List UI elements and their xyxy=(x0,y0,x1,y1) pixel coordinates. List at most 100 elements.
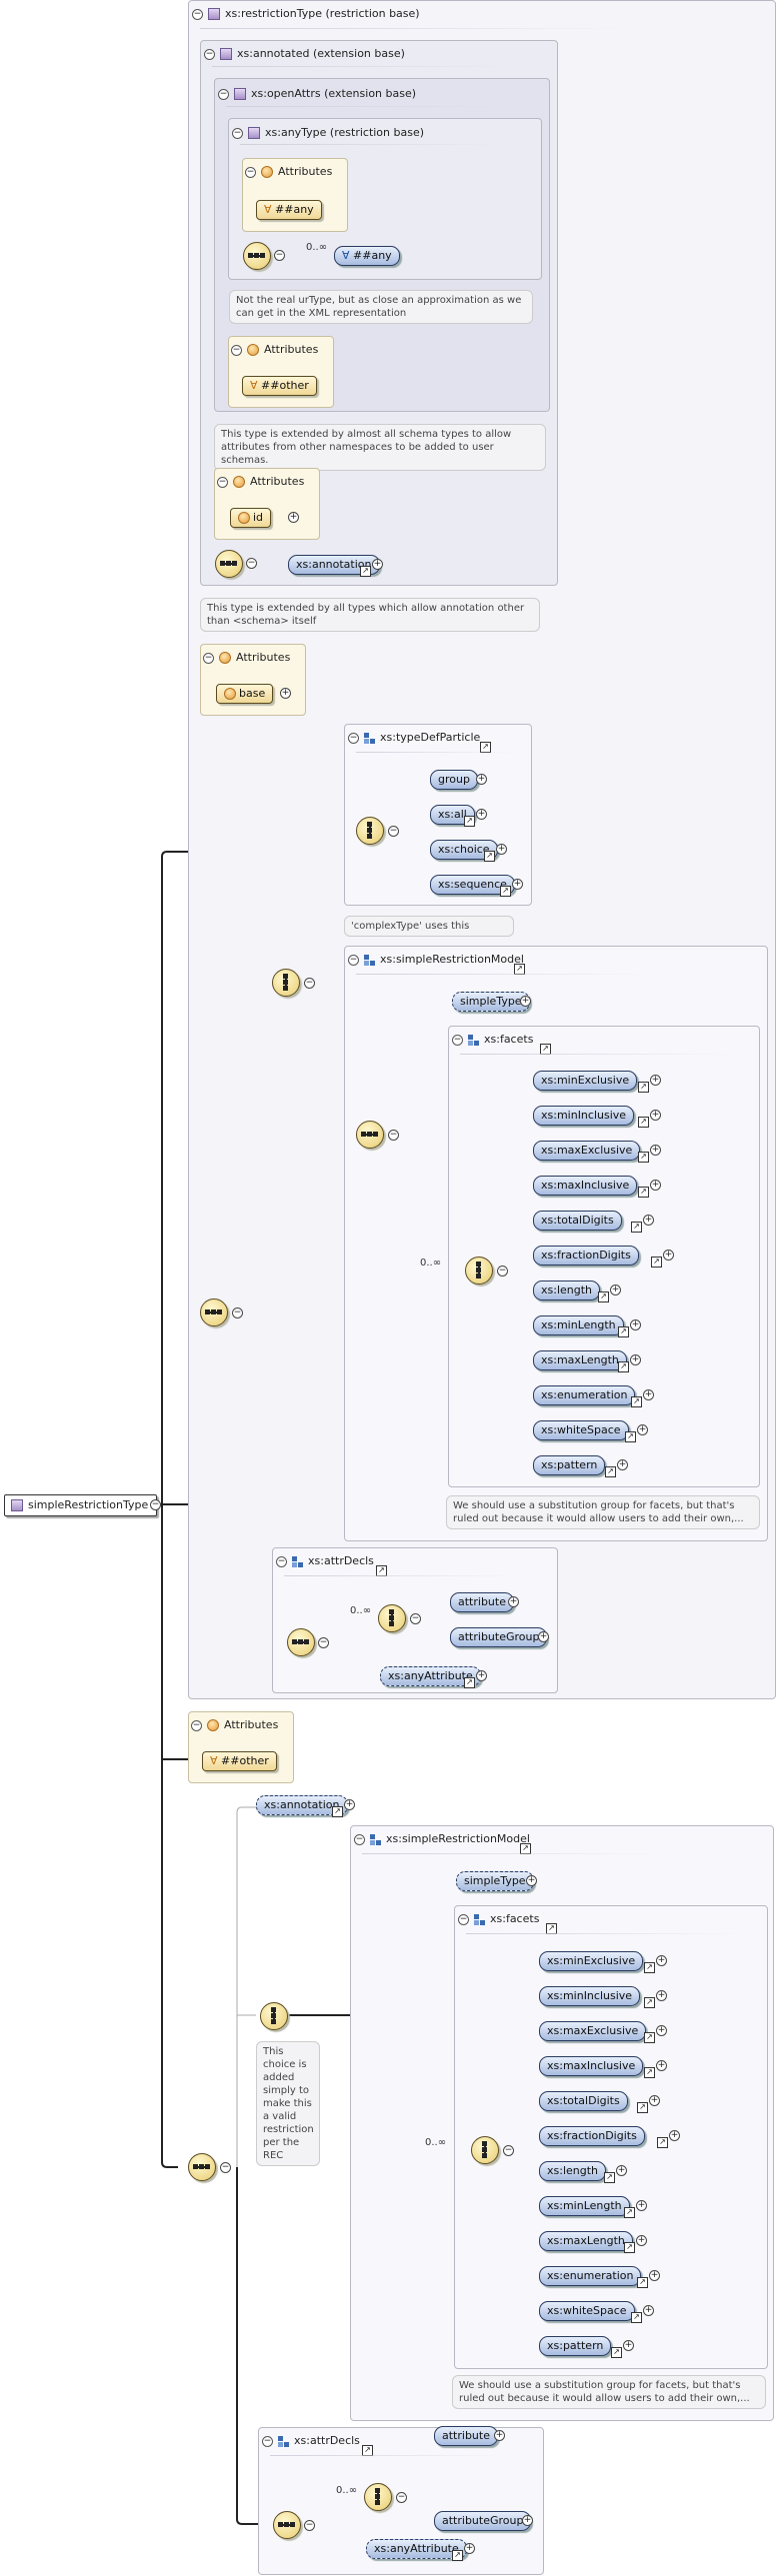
expand-icon[interactable]: + xyxy=(344,1799,355,1810)
collapse-icon[interactable]: − xyxy=(232,127,243,139)
facet-node[interactable]: xs:totalDigits xyxy=(539,2091,628,2111)
collapse-icon[interactable]: − xyxy=(150,1499,161,1510)
annotation-node[interactable]: xs:annotation xyxy=(288,555,380,575)
reference-arrow-icon[interactable]: ↗ xyxy=(638,1152,649,1163)
expand-icon[interactable]: + xyxy=(280,688,291,699)
attr-decls-header[interactable]: −xs:attrDecls xyxy=(262,2434,360,2447)
facet-node[interactable]: xs:maxLength xyxy=(539,2231,633,2251)
collapse-icon[interactable]: − xyxy=(304,2520,315,2531)
facet-node[interactable]: xs:maxLength xyxy=(533,1350,627,1370)
any-type-header[interactable]: −xs:anyType (restriction base) xyxy=(232,126,425,139)
facet-node[interactable]: xs:whiteSpace xyxy=(533,1420,629,1440)
collapse-icon[interactable]: − xyxy=(348,732,359,744)
attr-decls-header[interactable]: −xs:attrDecls xyxy=(276,1554,374,1567)
simple-type-node[interactable]: simpleType xyxy=(456,1871,534,1891)
expand-icon[interactable]: + xyxy=(636,2235,647,2246)
expand-icon[interactable]: + xyxy=(476,774,487,785)
sequence-compositor-icon[interactable] xyxy=(356,1121,384,1149)
collapse-icon[interactable]: − xyxy=(304,978,315,989)
reference-arrow-icon[interactable]: ↗ xyxy=(604,2172,615,2183)
choice-compositor-icon[interactable] xyxy=(471,2136,499,2164)
expand-icon[interactable]: + xyxy=(508,1596,519,1607)
facet-node[interactable]: xs:fractionDigits xyxy=(539,2126,645,2146)
simple-restriction-model-header[interactable]: −xs:simpleRestrictionModel xyxy=(348,953,524,966)
reference-arrow-icon[interactable]: ↗ xyxy=(631,1396,642,1407)
collapse-icon[interactable]: − xyxy=(231,344,242,356)
root-type-node[interactable]: simpleRestrictionType xyxy=(4,1494,158,1516)
expand-icon[interactable]: + xyxy=(656,2025,667,2036)
reference-arrow-icon[interactable]: ↗ xyxy=(637,2277,648,2288)
reference-arrow-icon[interactable]: ↗ xyxy=(637,2102,648,2113)
expand-icon[interactable]: + xyxy=(636,2200,647,2211)
facets-header[interactable]: −xs:facets xyxy=(452,1033,534,1046)
expand-icon[interactable]: + xyxy=(496,844,507,855)
facet-node[interactable]: xs:length xyxy=(539,2161,607,2181)
expand-icon[interactable]: + xyxy=(372,559,383,570)
collapse-icon[interactable]: − xyxy=(452,1034,463,1046)
expand-icon[interactable]: + xyxy=(663,1250,674,1261)
reference-arrow-icon[interactable]: ↗ xyxy=(624,2242,635,2253)
facet-node[interactable]: xs:pattern xyxy=(533,1455,606,1475)
attributes-header[interactable]: −Attributes xyxy=(217,475,305,488)
open-attrs-header[interactable]: −xs:openAttrs (extension base) xyxy=(218,87,417,100)
expand-icon[interactable]: + xyxy=(630,1354,641,1365)
attributes-header[interactable]: −Attributes xyxy=(203,651,291,664)
collapse-icon[interactable]: − xyxy=(274,250,285,261)
facet-node[interactable]: xs:length xyxy=(533,1281,601,1300)
expand-icon[interactable]: + xyxy=(476,809,487,820)
facet-node[interactable]: xs:totalDigits xyxy=(533,1211,622,1231)
facet-node[interactable]: xs:minExclusive xyxy=(539,1951,644,1971)
expand-icon[interactable]: + xyxy=(630,1319,641,1330)
sequence-node[interactable]: xs:sequence xyxy=(430,875,515,895)
collapse-icon[interactable]: − xyxy=(217,476,228,488)
reference-arrow-icon[interactable]: ↗ xyxy=(644,1997,655,2008)
choice-node[interactable]: xs:choice xyxy=(430,840,498,860)
facet-node[interactable]: xs:maxInclusive xyxy=(539,2056,644,2076)
collapse-icon[interactable]: − xyxy=(396,2492,407,2503)
expand-icon[interactable]: + xyxy=(494,2430,505,2441)
reference-arrow-icon[interactable]: ↗ xyxy=(631,2312,642,2323)
collapse-icon[interactable]: − xyxy=(318,1637,329,1648)
collapse-icon[interactable]: − xyxy=(262,2435,273,2447)
all-node[interactable]: xs:all xyxy=(430,805,475,825)
any-attribute-node[interactable]: xs:anyAttribute xyxy=(366,2539,467,2559)
expand-icon[interactable]: + xyxy=(650,1110,661,1121)
any-attribute-node[interactable]: xs:anyAttribute xyxy=(380,1666,481,1686)
collapse-icon[interactable]: − xyxy=(204,48,215,60)
base-attribute-node[interactable]: base xyxy=(216,684,274,704)
attributes-header[interactable]: −Attributes xyxy=(231,343,319,356)
other-attribute-node[interactable]: ∀ ##other xyxy=(242,376,317,396)
reference-arrow-icon[interactable]: ↗ xyxy=(360,566,371,577)
facet-node[interactable]: xs:minInclusive xyxy=(539,1986,641,2006)
collapse-icon[interactable]: − xyxy=(354,1833,365,1845)
attribute-node[interactable]: attribute xyxy=(450,1592,514,1612)
reference-arrow-icon[interactable]: ↗ xyxy=(638,1187,649,1198)
expand-icon[interactable]: + xyxy=(520,996,531,1007)
expand-icon[interactable]: + xyxy=(526,1875,537,1886)
reference-arrow-icon[interactable]: ↗ xyxy=(638,1117,649,1128)
choice-compositor-icon[interactable] xyxy=(272,969,300,997)
expand-icon[interactable]: + xyxy=(464,2543,475,2554)
collapse-icon[interactable]: − xyxy=(410,1613,421,1624)
annotation-node[interactable]: xs:annotation xyxy=(256,1795,348,1815)
expand-icon[interactable]: + xyxy=(650,1075,661,1086)
reference-arrow-icon[interactable]: ↗ xyxy=(332,1806,343,1817)
reference-arrow-icon[interactable]: ↗ xyxy=(638,1082,649,1093)
attribute-group-node[interactable]: attributeGroup xyxy=(434,2511,532,2531)
reference-arrow-icon[interactable]: ↗ xyxy=(644,2032,655,2043)
facet-node[interactable]: xs:minInclusive xyxy=(533,1106,635,1126)
collapse-icon[interactable]: − xyxy=(203,652,214,664)
reference-arrow-icon[interactable]: ↗ xyxy=(605,1466,616,1477)
facet-node[interactable]: xs:minLength xyxy=(533,1315,624,1335)
attributes-header[interactable]: −Attributes xyxy=(245,165,333,178)
annotated-header[interactable]: −xs:annotated (extension base) xyxy=(204,47,405,60)
expand-icon[interactable]: + xyxy=(522,2515,533,2526)
expand-icon[interactable]: + xyxy=(637,1424,648,1435)
expand-icon[interactable]: + xyxy=(512,879,523,890)
expand-icon[interactable]: + xyxy=(476,1670,487,1681)
sequence-compositor-icon[interactable] xyxy=(188,2153,216,2181)
reference-arrow-icon[interactable]: ↗ xyxy=(500,886,511,897)
collapse-icon[interactable]: − xyxy=(458,1913,469,1925)
choice-compositor-icon[interactable] xyxy=(378,1604,406,1632)
reference-arrow-icon[interactable]: ↗ xyxy=(484,851,495,862)
